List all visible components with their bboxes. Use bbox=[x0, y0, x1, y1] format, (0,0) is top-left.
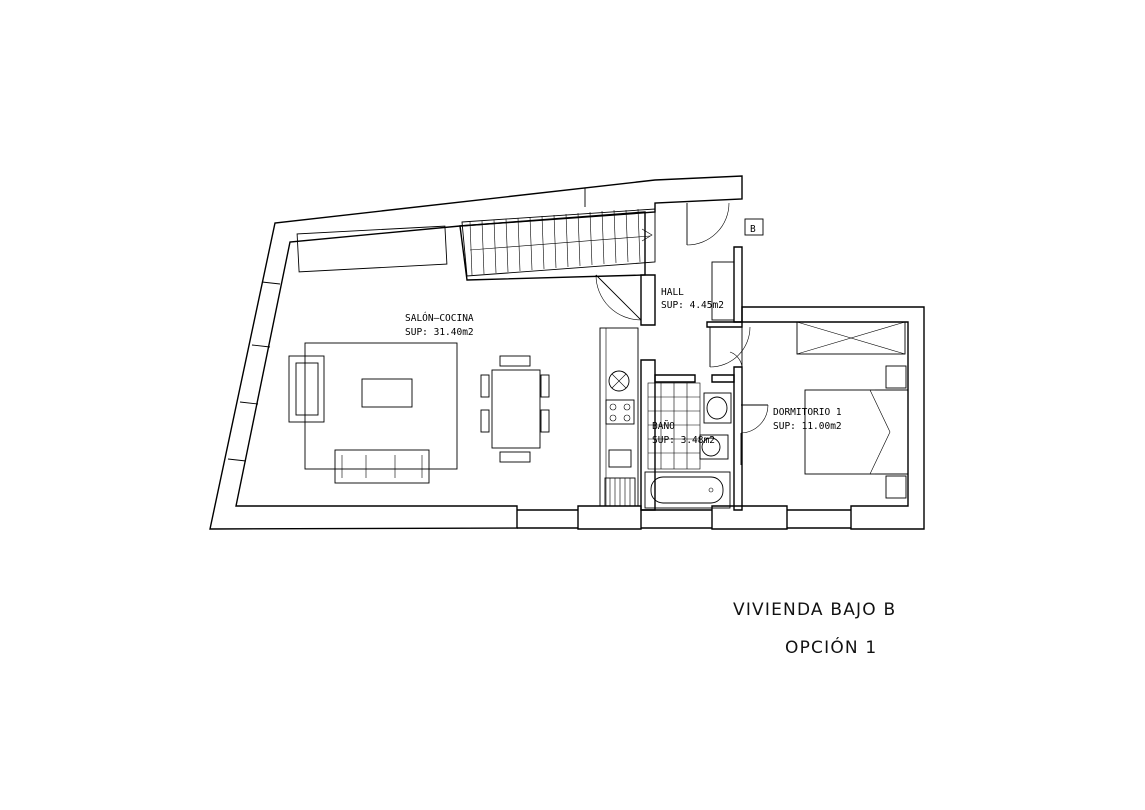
living-furniture bbox=[288, 225, 550, 484]
plan-title: VIVIENDA BAJO B bbox=[733, 600, 897, 620]
room-area-salon-cocina: SUP: 31.40m2 bbox=[405, 327, 474, 338]
room-name-hall: HALL bbox=[661, 287, 684, 298]
hall-fixtures bbox=[711, 218, 764, 321]
room-name-salon-cocina: SALÓN–COCINA bbox=[405, 312, 474, 324]
bedroom-furniture bbox=[796, 321, 909, 499]
doors bbox=[595, 202, 769, 465]
facade-windows bbox=[227, 188, 586, 462]
exterior-walls bbox=[209, 175, 925, 530]
unit-marker: B bbox=[750, 224, 756, 235]
room-area-hall: SUP: 4.45m2 bbox=[661, 300, 724, 311]
staircase bbox=[461, 208, 656, 277]
room-name-dormitorio: DORMITORIO 1 bbox=[773, 407, 842, 418]
room-area-bano: SUP: 3.48m2 bbox=[652, 435, 715, 446]
room-area-dormitorio: SUP: 11.00m2 bbox=[773, 421, 842, 432]
plan-subtitle: OPCIÓN 1 bbox=[785, 638, 878, 658]
kitchen-counter bbox=[599, 327, 639, 507]
bathroom-fixtures bbox=[644, 382, 732, 509]
room-labels: SALÓN–COCINA SUP: 31.40m2 HALL SUP: 4.45… bbox=[405, 287, 842, 446]
room-name-bano: BAÑO bbox=[652, 421, 675, 432]
